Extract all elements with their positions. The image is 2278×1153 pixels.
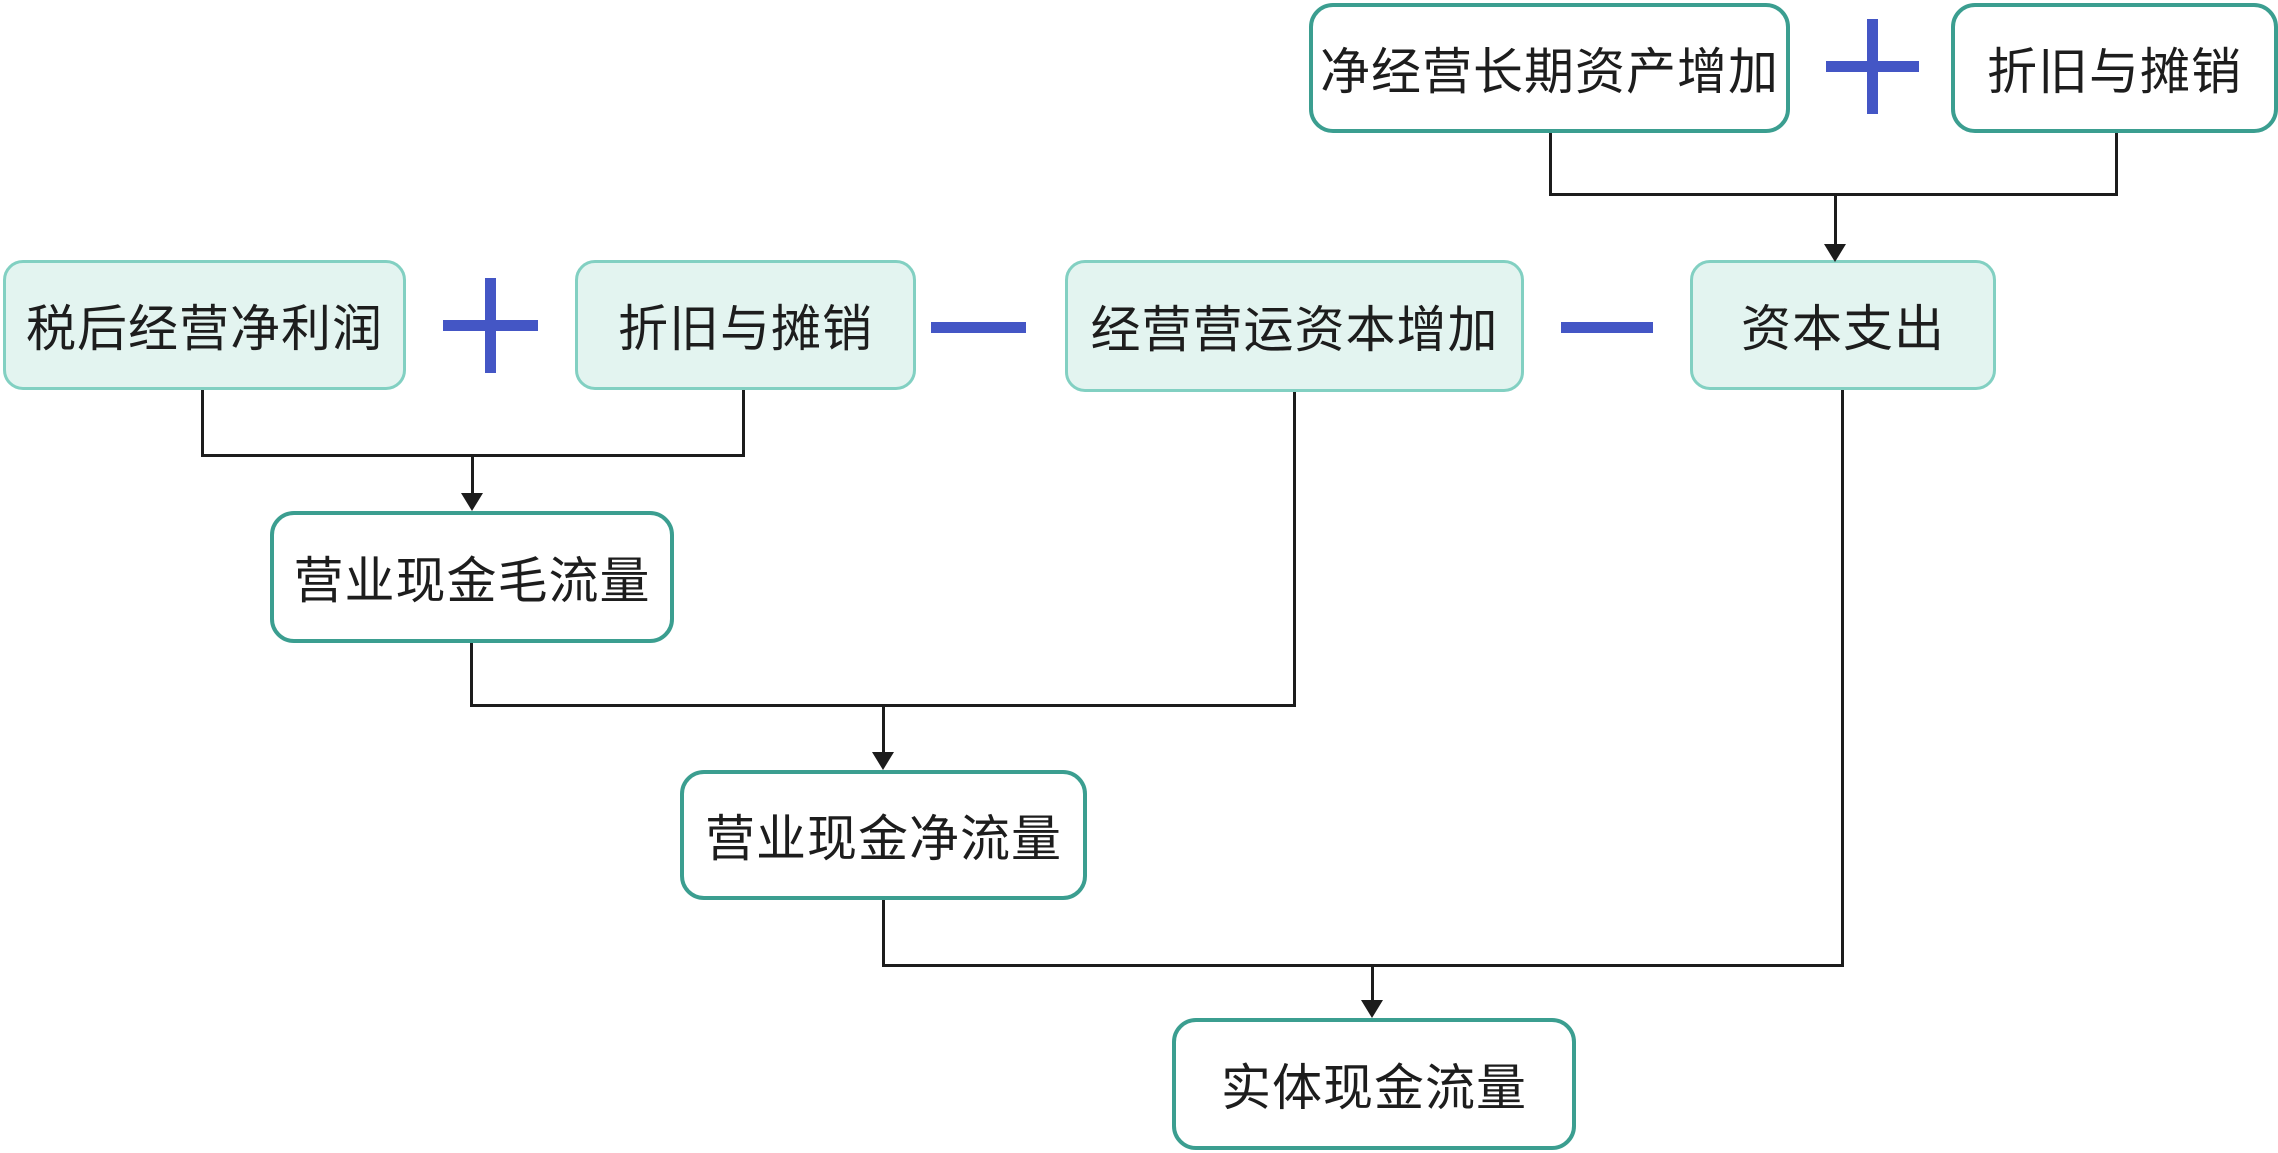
arrowhead-icon	[461, 493, 483, 511]
node-dep-amort: 折旧与摊销	[575, 260, 916, 390]
node-label: 实体现金流量	[1221, 1060, 1527, 1116]
plus-icon	[443, 278, 538, 373]
node-gross-ocf: 营业现金毛流量	[270, 511, 674, 643]
connector-line	[1293, 392, 1296, 707]
connector-line	[1549, 133, 1552, 196]
connector-line	[471, 454, 474, 494]
node-dep-amort-top: 折旧与摊销	[1951, 3, 2278, 133]
connector-line	[2115, 133, 2118, 196]
plus-vertical-bar	[1867, 19, 1878, 114]
connector-line	[1549, 193, 2118, 196]
node-label: 营业现金毛流量	[293, 553, 651, 609]
arrowhead-icon	[872, 752, 894, 770]
plus-icon	[1826, 19, 1919, 114]
minus-bar	[1561, 322, 1653, 333]
node-label: 营业现金净流量	[705, 811, 1062, 867]
arrowhead-icon	[1361, 1000, 1383, 1018]
minus-bar	[931, 322, 1026, 333]
plus-vertical-bar	[485, 278, 496, 373]
connector-line	[1841, 390, 1844, 967]
node-label: 税后经营净利润	[26, 301, 383, 357]
node-owc-increase: 经营营运资本增加	[1065, 260, 1524, 392]
node-entity-cf: 实体现金流量	[1172, 1018, 1576, 1150]
connector-line	[742, 390, 745, 457]
minus-icon	[931, 322, 1026, 333]
connector-line	[1834, 193, 1837, 245]
node-label: 折旧与摊销	[1987, 44, 2242, 100]
node-net-lt-asset-increase: 净经营长期资产增加	[1309, 3, 1790, 133]
node-label: 净经营长期资产增加	[1320, 44, 1779, 100]
connector-line	[882, 900, 885, 967]
node-nopat: 税后经营净利润	[3, 260, 406, 390]
arrowhead-icon	[1824, 244, 1846, 262]
node-label: 资本支出	[1741, 301, 1945, 357]
node-capex: 资本支出	[1690, 260, 1996, 390]
connector-line	[201, 390, 204, 457]
connector-line	[882, 964, 1844, 967]
node-label: 经营营运资本增加	[1090, 302, 1499, 358]
connector-line	[882, 704, 885, 753]
minus-icon	[1561, 322, 1653, 333]
connector-line	[470, 643, 473, 707]
node-net-ocf: 营业现金净流量	[680, 770, 1087, 900]
connector-line	[1371, 964, 1374, 1001]
node-label: 折旧与摊销	[618, 301, 873, 357]
